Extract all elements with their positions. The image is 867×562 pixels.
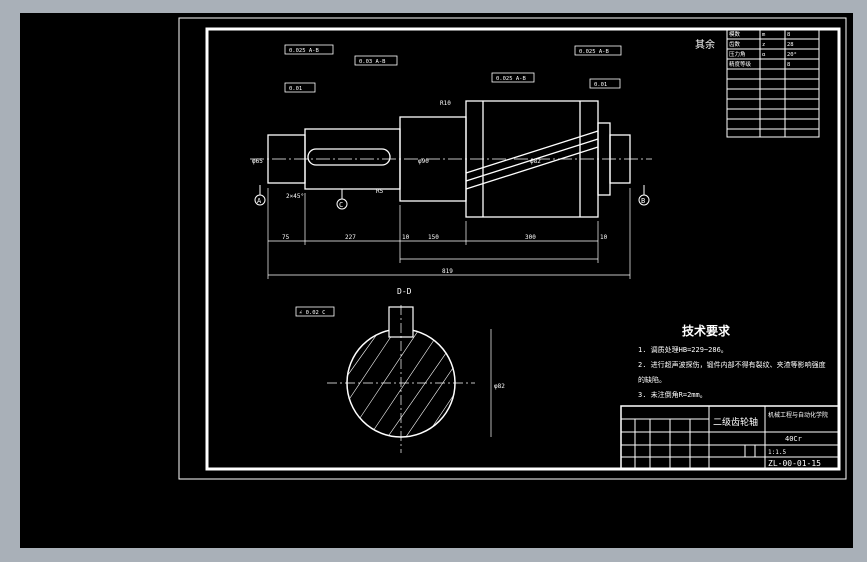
outer-border [178,17,847,480]
section-label: D-D [397,287,412,296]
dimension-lines [267,188,631,279]
parameter-table [726,28,820,138]
param-cell: 精度等级 [729,60,752,68]
param-cell: 28 [787,42,794,48]
param-cell: 8 [787,62,790,68]
section-tol: ∠ 0.02 C [299,310,326,316]
dim-r5: R5 [376,188,384,195]
tol-2: 0.03 A-B [359,59,386,65]
dim-300: 300 [525,234,536,241]
param-cell: z [762,42,765,48]
dim-10a: 10 [402,234,410,241]
section-dim: φ82 [494,383,505,390]
param-cell: α [762,52,766,58]
param-cell: 模数 [729,30,741,38]
dim-overall: 819 [442,268,453,275]
dim-10b: 10 [600,234,608,241]
part-name: 二级齿轮轴 [713,416,758,428]
datum-b: B [641,197,645,205]
parameter-rows: 模数 m 8 齿数 z 28 压力角 α 20° 精度等级 8 [729,30,797,68]
section-hatch [347,329,455,437]
tech-line-4: 3. 未注倒角R=2mm。 [638,390,707,399]
dim-227: 227 [345,234,356,241]
param-cell: 齿数 [729,40,741,48]
dim-chamfer: 2×45° [286,193,304,200]
datum-a: A [257,197,262,205]
param-cell: m [762,32,766,38]
dim-r10: R10 [440,100,451,107]
tol-3: 0.025 A-B [496,76,526,82]
tol-1: 0.025 A-B [289,48,319,54]
material: 40Cr [785,435,802,443]
datum-c: C [339,201,343,209]
tolerance-frames [284,44,622,93]
org-name: 机械工程与自动化学院 [768,411,828,419]
tol-4: 0.025 A-B [579,49,609,55]
datum-markers [254,185,650,210]
tech-line-1: 1. 调质处理HB=229~286。 [638,345,728,354]
scale: 1:1.5 [768,449,786,456]
dim-dia-65: φ65 [252,158,263,165]
inner-border [205,27,841,471]
param-cell: 压力角 [729,50,746,58]
dim-75: 75 [282,234,290,241]
drawing-number: ZL-00-01-15 [768,459,821,468]
param-cell: 20° [787,52,797,58]
section-tol-frame [295,306,335,317]
tech-line-3: 的缺陷。 [638,375,666,384]
title-block [620,405,840,470]
drawing-svg: 其余 模数 m 8 齿数 z 28 压力角 α 20° 精度等级 8 [178,17,847,480]
surface-stamp: 其余 [695,38,715,51]
dim-dia-90: φ90 [418,158,429,165]
tol-6: 0.01 [594,82,607,88]
dim-150: 150 [428,234,439,241]
tech-title: 技术要求 [682,323,731,338]
dim-dia-82: φ82 [530,158,541,165]
param-cell: 8 [787,32,790,38]
cad-canvas[interactable]: 其余 模数 m 8 齿数 z 28 压力角 α 20° 精度等级 8 [20,13,853,548]
tol-5: 0.01 [289,86,302,92]
tech-line-2: 2. 进行超声波探伤，锻件内部不得有裂纹、夹渣等影响强度 [638,360,826,369]
